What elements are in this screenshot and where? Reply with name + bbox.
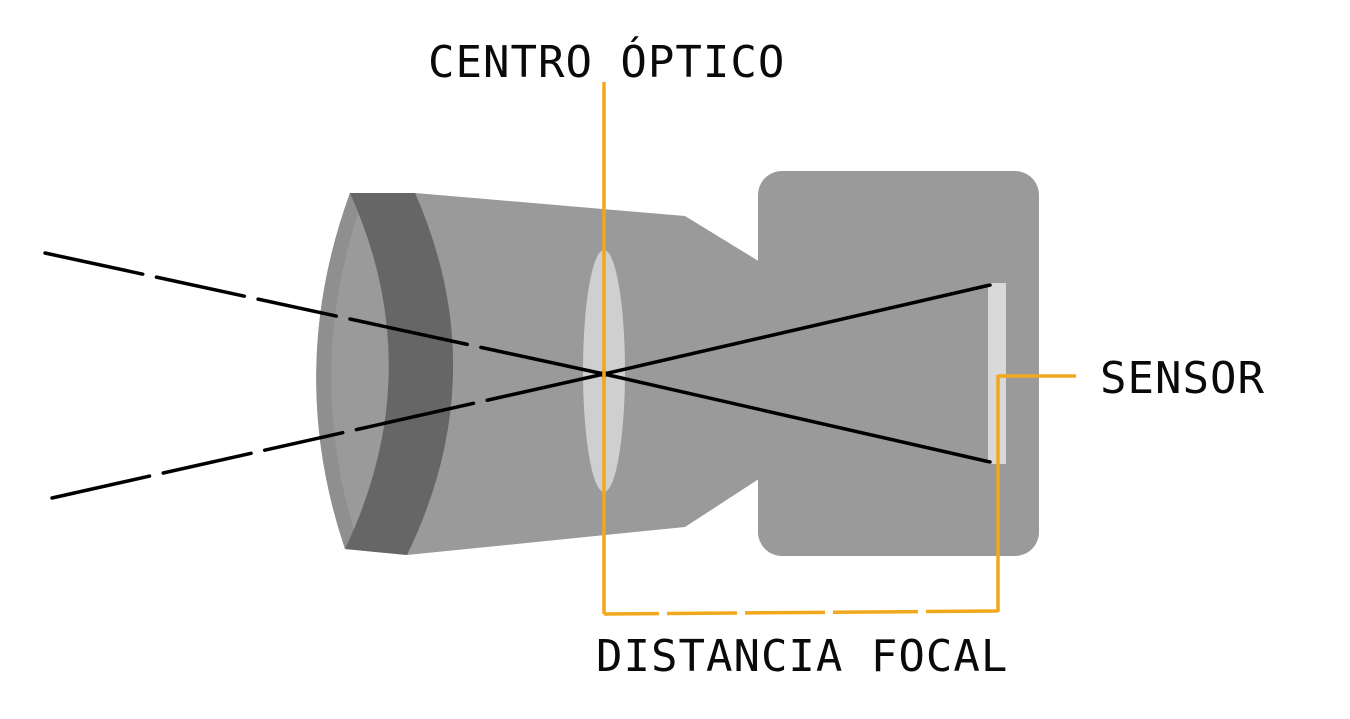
optical-center-label: CENTRO ÓPTICO [428, 35, 785, 88]
ray-bottom-incoming [50, 372, 606, 500]
focal-distance-guide [603, 609, 999, 616]
camera-body [758, 171, 1039, 556]
lens-focus-ring [345, 193, 454, 555]
focal-distance-label: DISTANCIA FOCAL [596, 631, 1008, 682]
ray-top-incoming [43, 251, 606, 376]
ray-to-sensor-top [602, 283, 992, 376]
sensor-plate [988, 283, 1006, 464]
lens-front-face [316, 193, 365, 549]
sensor-label: SENSOR [1100, 353, 1265, 404]
ray-to-sensor-bottom [602, 372, 992, 464]
